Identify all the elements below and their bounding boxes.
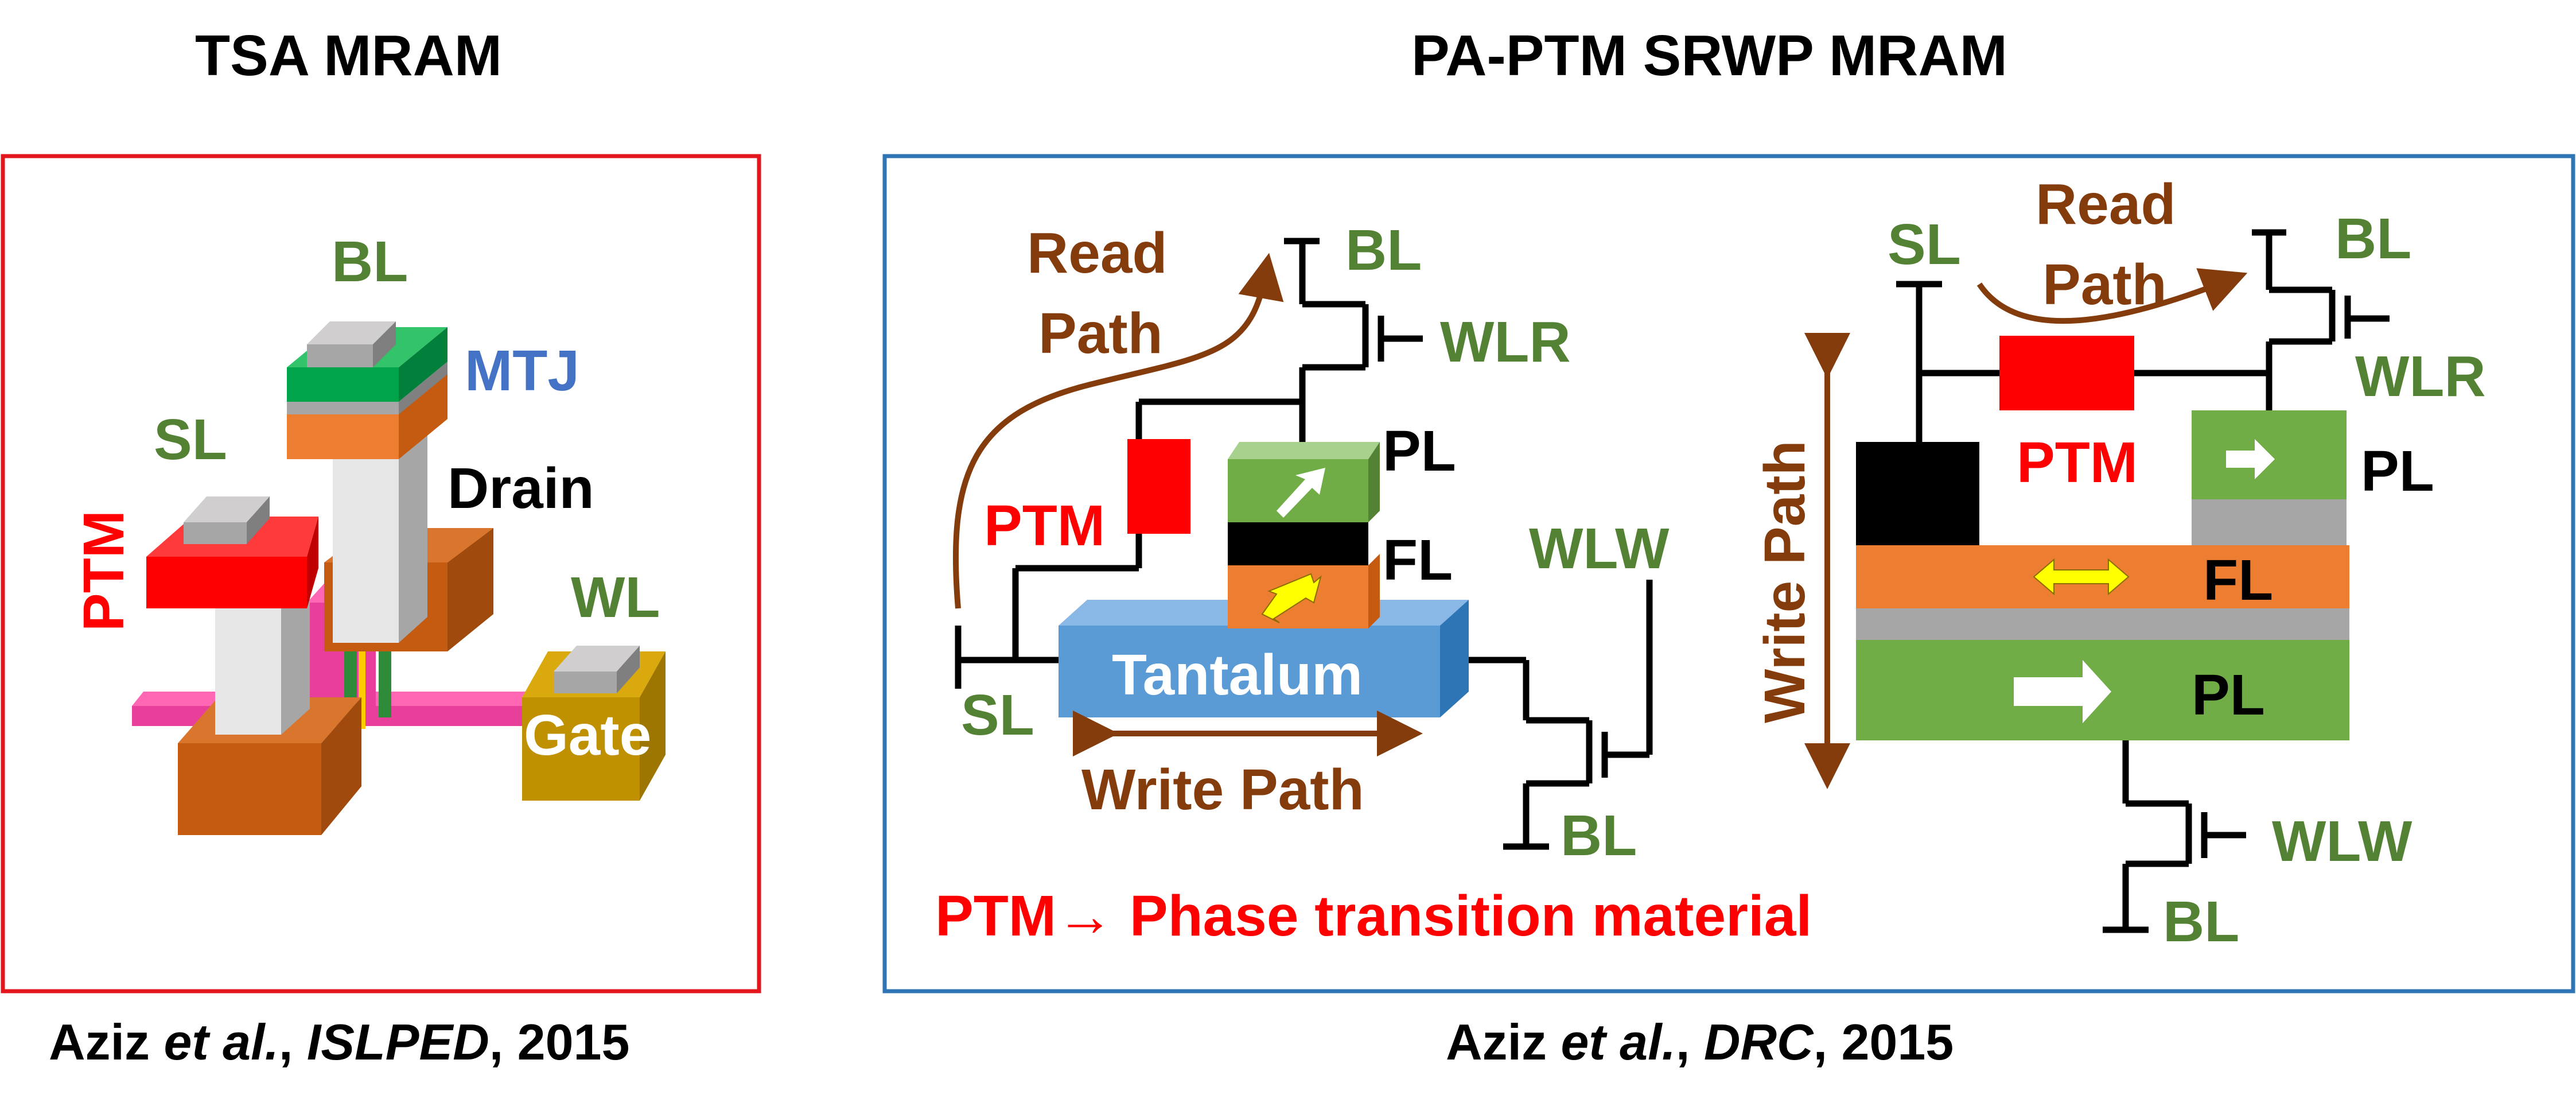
mid-bl-top-label: BL: [1345, 218, 1422, 282]
right-read-path-label-1: Read: [2036, 172, 2176, 236]
right-read-path-label-2: Path: [2042, 253, 2167, 317]
right-pl-bottom-label: PL: [2192, 663, 2265, 727]
left-panel-frame: [1, 154, 761, 993]
right-ptm-label: PTM: [2017, 430, 2138, 495]
right-citation-etal: et al.: [1561, 1014, 1676, 1070]
right-pl-top-label: PL: [2361, 439, 2434, 503]
right-panel-title: PA-PTM SRWP MRAM: [1411, 24, 2007, 88]
left-citation-etal: et al.: [164, 1014, 279, 1070]
right-sl-label: SL: [1888, 212, 1961, 277]
sl-contact-block: [1856, 442, 1979, 545]
right-fl-label: FL: [2203, 548, 2273, 612]
mid-read-path-label-1: Read: [1027, 221, 1168, 285]
left-citation-sep: ,: [279, 1014, 307, 1070]
ptm-element-right: [1999, 336, 2134, 410]
tsa-mtj-label: MTJ: [465, 339, 579, 403]
srwp-tantalum-cell: [955, 238, 1653, 850]
tsa-bl-label: BL: [332, 230, 408, 294]
srwp-stacked-wiring: [1896, 229, 2390, 933]
tsa-wl-label: WL: [571, 565, 660, 630]
tsa-sl-label: SL: [154, 407, 227, 472]
left-citation-venue: ISLPED: [306, 1014, 489, 1070]
tsa-ptm-label: PTM: [72, 510, 136, 631]
tantalum-label: Tantalum: [1112, 643, 1363, 707]
right-bl-bottom-label: BL: [2163, 890, 2239, 954]
left-citation-year: , 2015: [489, 1014, 630, 1070]
right-citation-venue: DRC: [1703, 1014, 1814, 1070]
mtj-stack-mid: [1228, 442, 1380, 628]
mid-sl-label: SL: [961, 683, 1034, 747]
left-citation-author: Aziz: [49, 1014, 164, 1070]
right-write-path-label: Write Path: [1753, 440, 1817, 723]
mid-fl-label: FL: [1383, 528, 1453, 592]
right-citation-author: Aziz: [1446, 1014, 1561, 1070]
right-citation-sep: ,: [1676, 1014, 1704, 1070]
mid-write-path-label: Write Path: [1081, 758, 1364, 822]
tsa-gate-label: Gate: [524, 703, 651, 767]
right-citation: Aziz et al., DRC, 2015: [1446, 1013, 1954, 1072]
mid-read-path-label-2: Path: [1038, 301, 1163, 366]
mid-ptm-label: PTM: [984, 494, 1105, 558]
tsa-mram-structure: [132, 321, 666, 835]
read-path-arrow-right: [1976, 268, 2248, 324]
left-citation: Aziz et al., ISLPED, 2015: [49, 1013, 629, 1072]
ptm-element-mid: [1127, 439, 1190, 534]
right-wlr-label: WLR: [2355, 344, 2486, 409]
mid-wlr-label: WLR: [1440, 310, 1571, 374]
mid-wlw-label: WLW: [1529, 517, 1670, 581]
right-citation-year: , 2015: [1813, 1014, 1954, 1070]
right-panel-frame: [882, 154, 2575, 993]
right-wlw-label: WLW: [2272, 809, 2412, 874]
ptm-definition-note: PTM→ Phase transition material: [935, 884, 1812, 948]
left-panel-title: TSA MRAM: [195, 24, 503, 88]
mid-bl-bottom-label: BL: [1561, 804, 1637, 868]
stacked-layers: [1856, 410, 2349, 740]
right-bl-top-label: BL: [2335, 207, 2411, 271]
mid-pl-label: PL: [1383, 419, 1456, 483]
tsa-drain-label: Drain: [448, 456, 594, 521]
read-path-arrow-mid: [952, 253, 1284, 609]
